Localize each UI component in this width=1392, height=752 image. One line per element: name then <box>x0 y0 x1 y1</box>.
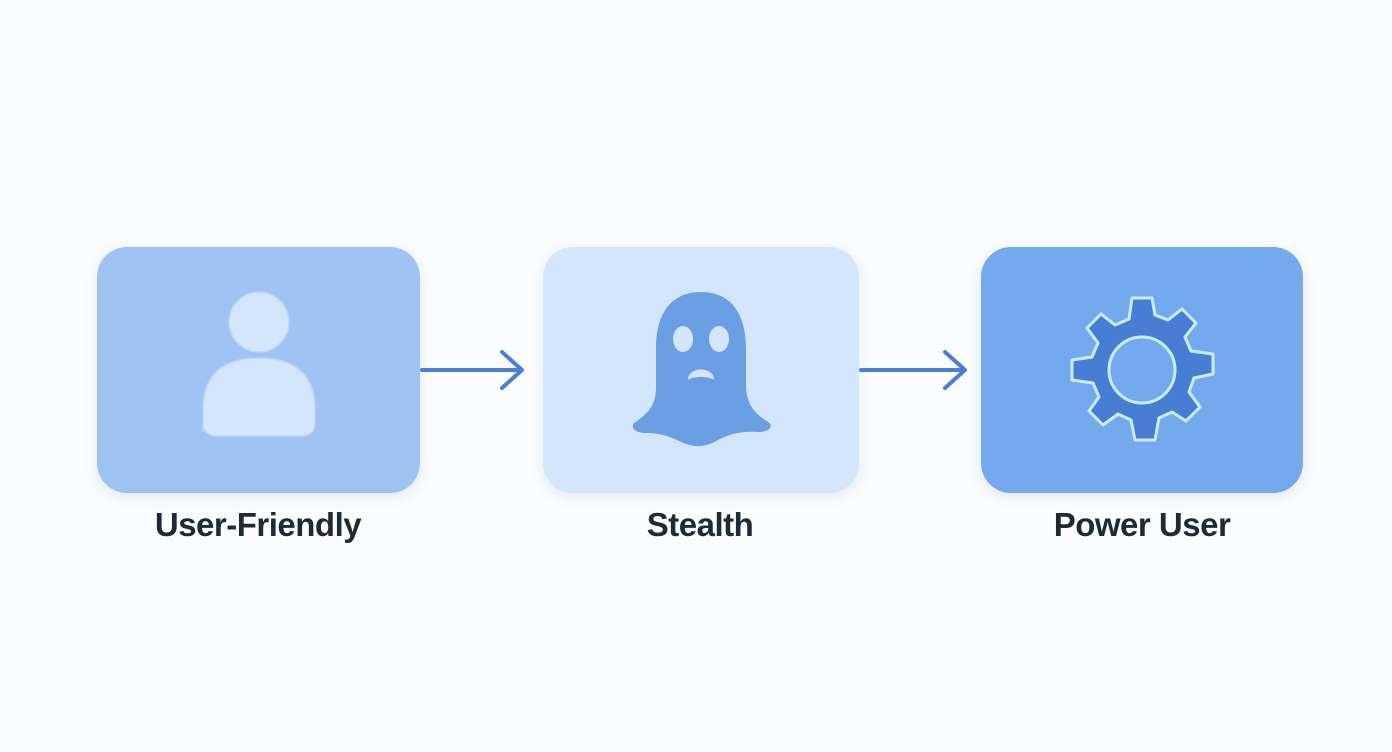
step-card-stealth <box>543 247 859 493</box>
ghost-icon <box>632 291 771 446</box>
gear-icon <box>1070 296 1215 442</box>
step-card-user-friendly <box>97 247 420 493</box>
arrow-right-icon <box>859 350 967 390</box>
arrow-right-icon <box>420 350 524 390</box>
step-card-power-user <box>981 247 1303 493</box>
step-label-stealth: Stealth <box>646 506 754 543</box>
step-label-power-user: Power User <box>1053 506 1231 543</box>
step-label-user-friendly: User-Friendly <box>154 506 362 543</box>
user-icon <box>201 291 316 437</box>
